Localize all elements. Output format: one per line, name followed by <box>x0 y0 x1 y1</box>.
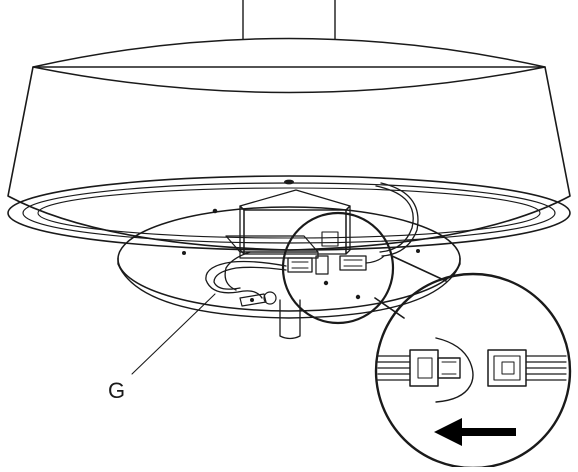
drum-shade <box>7 37 571 251</box>
detail-view <box>374 272 572 470</box>
shade-bottom-rim <box>7 175 571 251</box>
part-callout: G <box>108 293 216 403</box>
driver-box <box>239 189 351 255</box>
wiring <box>205 182 419 307</box>
plate-connectors <box>287 255 385 286</box>
mounting-plate <box>117 206 461 319</box>
part-label-g: G <box>108 378 125 403</box>
detail-leader-lines <box>374 255 447 319</box>
center-post <box>279 299 301 340</box>
detail-marker-circle <box>281 211 395 325</box>
right-connector <box>487 349 527 387</box>
direction-arrow-left <box>434 418 516 446</box>
left-connector <box>409 337 474 403</box>
suspension-stem <box>242 0 336 40</box>
